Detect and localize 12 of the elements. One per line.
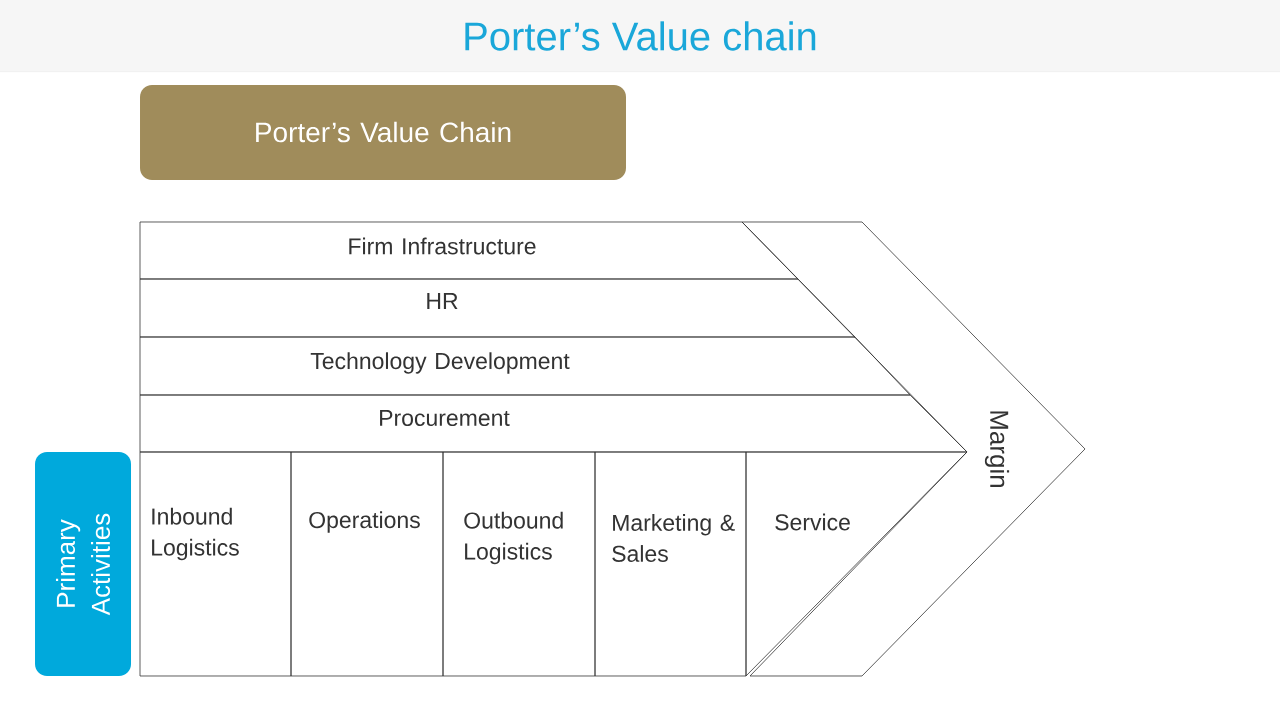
support-band: Firm Infrastructure xyxy=(139,221,799,280)
activity-column: Service xyxy=(745,451,968,677)
activity-column: Operations xyxy=(290,451,444,677)
activity-column: Outbound Logistics xyxy=(442,451,596,677)
support-band: Technology Development xyxy=(139,336,911,396)
activity-column: Inbound Logistics xyxy=(139,451,292,677)
title-box: Porter’s Value Chain xyxy=(140,85,626,180)
title: Porter’s Value chain xyxy=(465,21,816,51)
support-band: HR xyxy=(139,278,856,338)
activity-column: Marketing & Sales xyxy=(594,451,747,677)
category-box: Primary Activities xyxy=(35,452,131,676)
support-band: Procurement xyxy=(139,394,968,453)
